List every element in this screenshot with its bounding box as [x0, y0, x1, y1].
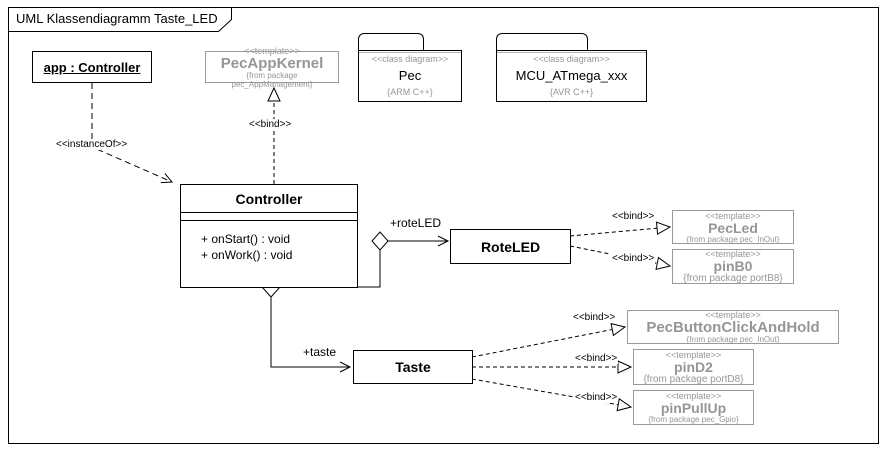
- bind-label-pin-b0: <<bind>>: [611, 253, 656, 264]
- package-tab-pec: [358, 33, 424, 51]
- bind-label-pec-button: <<bind>>: [572, 312, 617, 323]
- package-note: {from package pec_InOut}: [686, 234, 780, 244]
- package-header-line: [359, 52, 461, 53]
- package-box-mcu: <<class diagram>> MCU_ATmega_xxx {AVR C+…: [496, 50, 647, 102]
- template-name: PecLed: [708, 219, 758, 236]
- template-box-pec-app-kernel: <<template>> PecAppKernel {from package …: [205, 46, 339, 89]
- class-name: Taste: [395, 359, 431, 375]
- bind-arrow-pec-button: [471, 322, 627, 358]
- template-box-pin-d2: <<template>> pinD2 {from package portD8}: [633, 349, 754, 385]
- stereotype-label: <<template>>: [244, 45, 300, 56]
- package-language-note: {ARM C++}: [387, 87, 433, 97]
- template-name: pinD2: [674, 358, 713, 375]
- bind-label-kernel: <<bind>>: [248, 119, 293, 130]
- template-name: pinB0: [713, 258, 753, 274]
- package-name: Pec: [398, 67, 422, 83]
- aggregation-diamond-rote-led: [371, 231, 389, 251]
- bind-arrow-pec-led: [569, 221, 672, 237]
- diagram-title: UML Klassendiagramm Taste_LED: [15, 11, 219, 26]
- instance-box-app-controller: app : Controller: [32, 51, 152, 83]
- class-box-controller: Controller + onStart() : void + onWork()…: [180, 184, 358, 288]
- template-box-pec-led: <<template>> PecLed {from package pec_In…: [672, 210, 794, 244]
- package-note: {from package portD8}: [643, 373, 744, 385]
- class-name: RoteLED: [480, 238, 541, 255]
- class-attributes-compartment: [181, 213, 357, 221]
- class-name: Controller: [235, 190, 303, 207]
- package-box-pec: <<class diagram>> Pec {ARM C++}: [358, 50, 462, 102]
- template-box-pin-pullup: <<template>> pinPullUp {from package pec…: [633, 390, 754, 425]
- package-header-line: [497, 52, 646, 53]
- package-tab-mcu: [496, 33, 588, 51]
- operation: + onWork() : void: [201, 248, 293, 262]
- taste-association: [270, 297, 352, 373]
- operation: + onStart() : void: [201, 232, 291, 246]
- template-name: PecAppKernel: [220, 54, 324, 72]
- bind-label-pec-led: <<bind>>: [611, 211, 656, 222]
- package-language-note: {AVR C++}: [549, 87, 594, 97]
- stereotype-label: <<template>>: [665, 391, 722, 401]
- package-note: {from package pec_InOut}: [686, 335, 780, 344]
- template-box-pec-button-click-and-hold: <<template>> PecButtonClickAndHold {from…: [627, 310, 839, 344]
- diagram-frame: [8, 7, 879, 444]
- stereotype-label: <<template>>: [705, 210, 761, 221]
- template-box-pin-b0: <<template>> pinB0 {from package portB8}: [672, 249, 794, 284]
- class-box-taste: Taste: [353, 350, 473, 384]
- instance-of-label: <<instanceOf>>: [55, 139, 129, 150]
- bind-label-pin-d2: <<bind>>: [574, 353, 619, 364]
- stereotype-label: <<class diagram>>: [371, 54, 449, 64]
- package-note: {from package pec_AppManagement}: [231, 70, 313, 89]
- template-name: pinPullUp: [660, 400, 727, 416]
- stereotype-label: <<template>>: [705, 249, 761, 259]
- class-box-rote-led: RoteLED: [450, 229, 571, 264]
- bind-label-pin-pullup: <<bind>>: [574, 392, 619, 403]
- instance-label: app : Controller: [43, 59, 141, 75]
- stereotype-label: <<template>>: [665, 349, 722, 360]
- class-title-compartment: Controller: [181, 185, 357, 213]
- stereotype-label: <<template>>: [705, 310, 761, 320]
- package-name: MCU_ATmega_xxx: [515, 67, 628, 83]
- class-operations-compartment: + onStart() : void + onWork() : void: [181, 221, 357, 287]
- role-label-rote-led: +roteLED: [389, 216, 443, 230]
- role-label-taste: +taste: [302, 345, 338, 359]
- package-note: {from package pec_Gpio}: [648, 415, 739, 424]
- instance-of-arrow: [91, 83, 174, 184]
- template-name: PecButtonClickAndHold: [646, 319, 820, 336]
- package-note: {from package portB8}: [683, 273, 783, 284]
- rote-led-association-route: [357, 250, 381, 288]
- stereotype-label: <<class diagram>>: [533, 54, 610, 64]
